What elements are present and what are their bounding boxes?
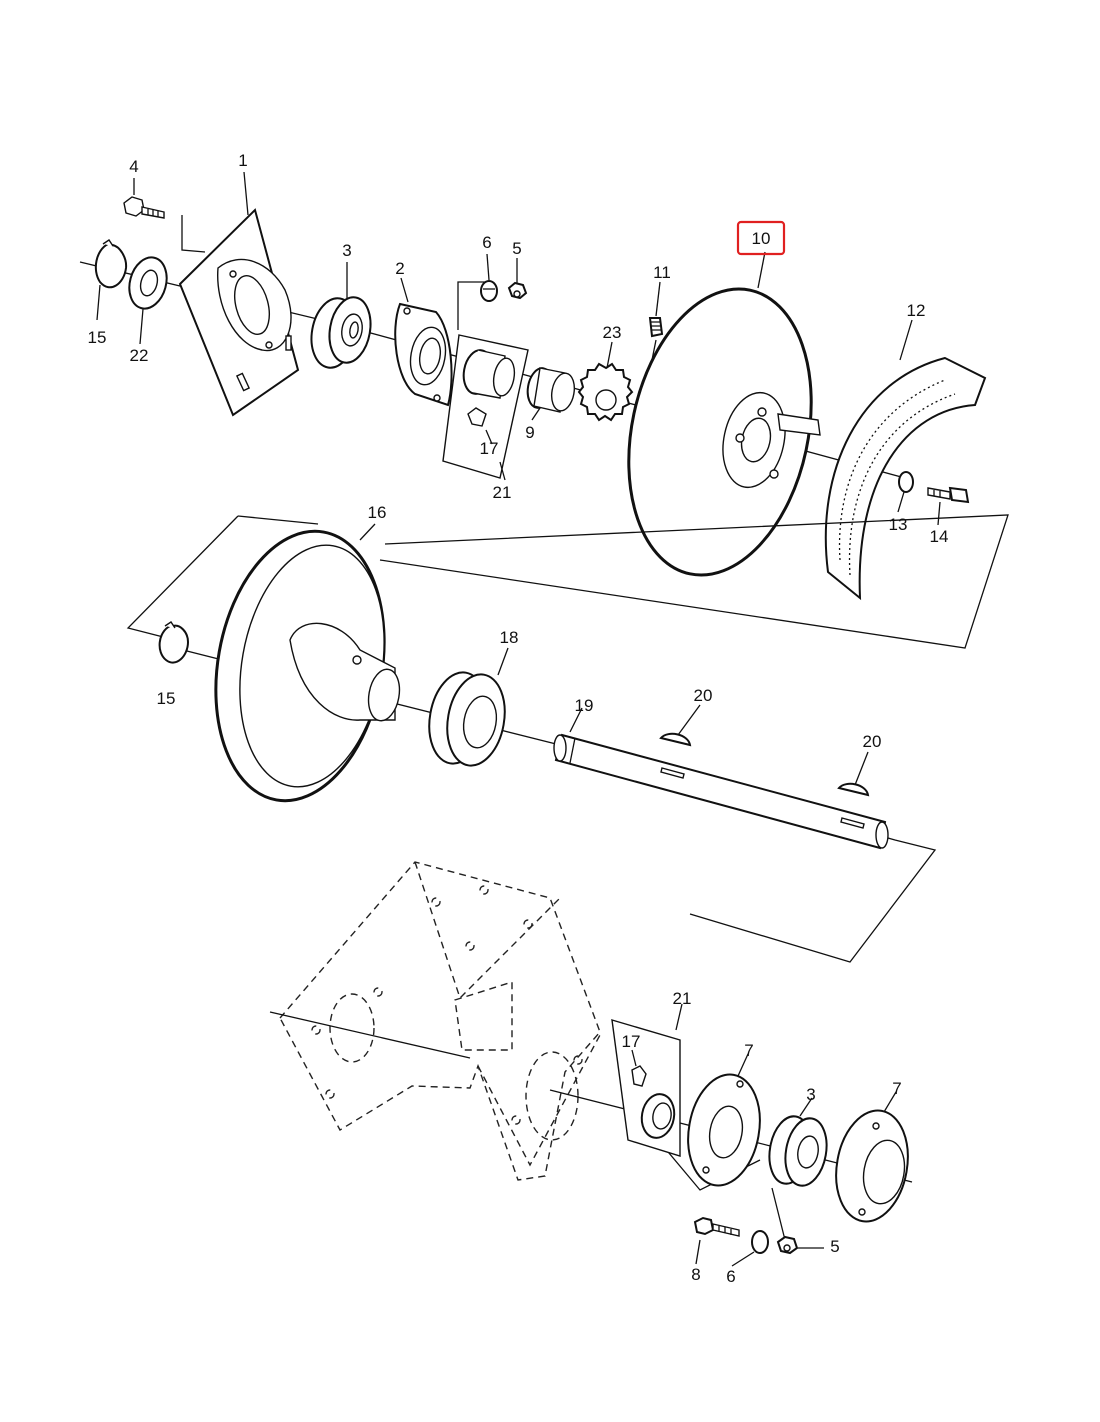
highlight-box-part-10: [736, 220, 786, 256]
callout-15[interactable]: 15: [88, 328, 107, 347]
part-3-bearing-bottom[interactable]: [764, 1113, 831, 1189]
part-19-shaft[interactable]: [553, 733, 889, 850]
callout-19[interactable]: 19: [575, 696, 594, 715]
part-13-washer[interactable]: [898, 471, 914, 493]
callout-1[interactable]: 1: [238, 151, 247, 170]
callout-11[interactable]: 11: [653, 263, 671, 282]
callout-17[interactable]: 17: [622, 1032, 641, 1051]
callout-4[interactable]: 4: [129, 157, 138, 176]
callout-3[interactable]: 3: [342, 241, 351, 260]
callout-5[interactable]: 5: [830, 1237, 839, 1256]
callout-20[interactable]: 20: [863, 732, 882, 751]
callout-12[interactable]: 12: [907, 301, 926, 320]
part-21-bushing-kit-top[interactable]: [442, 334, 529, 479]
part-12-curved-blade[interactable]: [824, 356, 987, 601]
callout-22[interactable]: 22: [130, 346, 149, 365]
part-21-bushing-kit-bottom[interactable]: [611, 1019, 681, 1157]
part-23-sprocket[interactable]: [577, 362, 634, 422]
callout-13[interactable]: 13: [889, 515, 908, 534]
part-5-nut-top[interactable]: [507, 281, 528, 300]
part-8-bolt[interactable]: [693, 1216, 740, 1237]
part-15-circlip-mid[interactable]: [158, 621, 190, 664]
callout-5[interactable]: 5: [512, 239, 521, 258]
callout-7[interactable]: 7: [892, 1079, 901, 1098]
callout-9[interactable]: 9: [525, 423, 534, 442]
part-3-bearing-top[interactable]: [306, 294, 375, 371]
leader-lines: [96, 171, 941, 1267]
callout-21[interactable]: 21: [673, 989, 692, 1008]
part-4-bolt[interactable]: [123, 196, 165, 219]
part-20-key-left[interactable]: [659, 732, 692, 747]
callout-2[interactable]: 2: [395, 259, 404, 278]
part-18-bearing[interactable]: [422, 668, 511, 770]
callout-14[interactable]: 14: [930, 527, 949, 546]
part-22-washer[interactable]: [124, 253, 172, 313]
callout-labels: 1 2 3 4 5 6 9 10 11 12 13 14 15 22 17 21…: [88, 151, 949, 1286]
callout-23[interactable]: 23: [603, 323, 622, 342]
callout-3[interactable]: 3: [806, 1085, 815, 1104]
part-9-spacer-tube[interactable]: [525, 366, 577, 413]
callout-10[interactable]: 10: [752, 229, 771, 248]
callout-8[interactable]: 8: [691, 1265, 700, 1284]
part-2-flange[interactable]: [394, 302, 453, 407]
part-10-disc[interactable]: [604, 272, 836, 592]
callout-18[interactable]: 18: [500, 628, 519, 647]
part-1-mounting-plate[interactable]: [178, 208, 300, 417]
callout-6[interactable]: 6: [726, 1267, 735, 1286]
part-7-flange-left[interactable]: [680, 1069, 768, 1191]
part-15-circlip-top[interactable]: [94, 239, 128, 289]
part-6-lock-washer-top[interactable]: [480, 280, 498, 302]
callout-16[interactable]: 16: [368, 503, 387, 522]
callout-7[interactable]: 7: [744, 1041, 753, 1060]
frame-dashed: [279, 861, 601, 1181]
part-16-pulley[interactable]: [196, 518, 405, 814]
part-7-flange-right[interactable]: [828, 1105, 916, 1227]
part-6-lock-washer-bottom[interactable]: [751, 1230, 769, 1254]
callout-20[interactable]: 20: [694, 686, 713, 705]
callout-21[interactable]: 21: [493, 483, 512, 502]
part-5-nut-bottom[interactable]: [776, 1235, 799, 1255]
callout-6[interactable]: 6: [482, 233, 491, 252]
part-20-key-right[interactable]: [837, 782, 870, 797]
callout-17[interactable]: 17: [480, 439, 499, 458]
callout-15[interactable]: 15: [157, 689, 176, 708]
part-14-bolt[interactable]: [927, 486, 970, 504]
